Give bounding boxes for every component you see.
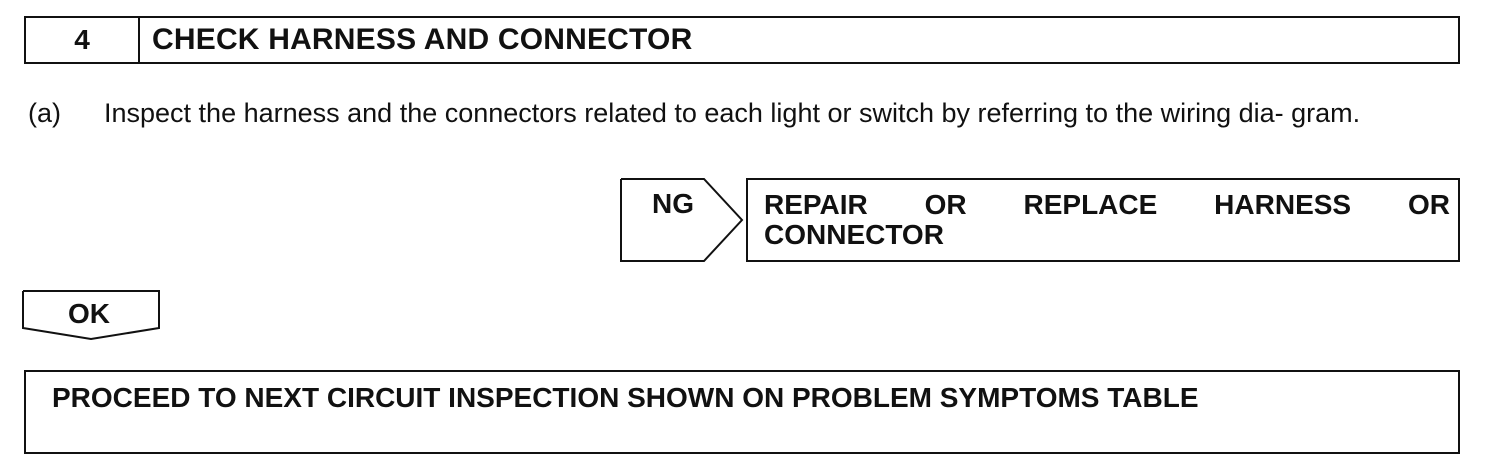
proceed-box: PROCEED TO NEXT CIRCUIT INSPECTION SHOWN… bbox=[24, 370, 1460, 454]
ok-label: OK bbox=[68, 298, 110, 329]
ng-arrow-shape bbox=[620, 178, 744, 262]
ok-arrow-shape bbox=[22, 290, 160, 340]
instruction-text: Inspect the harness and the connectors r… bbox=[104, 98, 1361, 128]
step-title: CHECK HARNESS AND CONNECTOR bbox=[152, 23, 693, 56]
proceed-text: PROCEED TO NEXT CIRCUIT INSPECTION SHOWN… bbox=[52, 382, 1199, 413]
ng-result-box: REPAIR OR REPLACE HARNESS OR CONNECTOR bbox=[746, 178, 1460, 262]
step-header: 4 CHECK HARNESS AND CONNECTOR bbox=[24, 16, 1460, 64]
ng-result-line-1: REPAIR OR REPLACE HARNESS OR bbox=[764, 189, 1450, 220]
ng-label: NG bbox=[652, 188, 694, 219]
ng-result-line-2: CONNECTOR bbox=[764, 219, 944, 250]
instruction-marker: (a) bbox=[28, 98, 61, 128]
step-number: 4 bbox=[26, 18, 140, 62]
